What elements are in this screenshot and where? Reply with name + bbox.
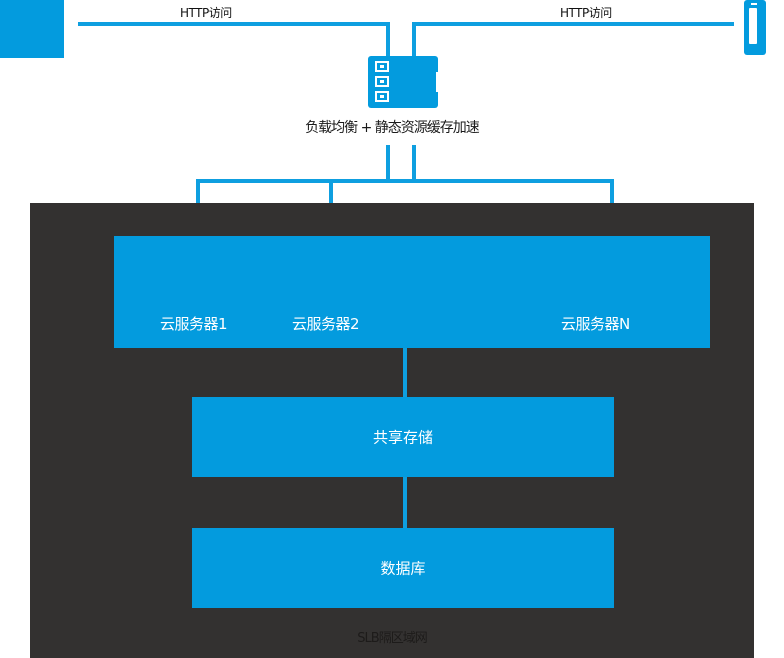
left-client-to-lb-line	[386, 22, 390, 56]
server-slot-1-icon	[375, 61, 389, 72]
load-balancer-icon	[368, 56, 442, 108]
shared-storage-box[interactable]: 共享存储	[192, 397, 614, 477]
cloud-server-2-label: 云服务器2	[292, 315, 360, 333]
left-connection-label: HTTP访问	[180, 4, 232, 21]
database-label: 数据库	[380, 559, 426, 578]
shared-storage-label: 共享存储	[372, 428, 433, 447]
phone-speaker	[751, 3, 757, 5]
right-client-bus-line	[412, 22, 734, 26]
cloud-server-cluster-box[interactable]: 云服务器1 云服务器2 云服务器N	[114, 236, 710, 348]
load-balancer-caption: 负载均衡 + 静态资源缓存加速	[0, 117, 784, 137]
zone-caption: SLB隔区域网	[30, 627, 754, 646]
server-notch	[436, 72, 442, 92]
browser-client-icon	[0, 0, 64, 58]
storage-to-database-line	[403, 477, 407, 528]
server-slot-3-icon	[375, 91, 389, 102]
cloud-server-1-label: 云服务器1	[160, 315, 228, 333]
mobile-phone-icon	[744, 0, 766, 55]
lb-downlink-line-a	[386, 145, 390, 181]
load-balancer-caption-text: 负载均衡 + 静态资源缓存加速	[305, 120, 480, 136]
database-box[interactable]: 数据库	[192, 528, 614, 608]
lb-downlink-line-b	[412, 145, 416, 181]
right-client-to-lb-line	[412, 22, 416, 56]
cluster-to-storage-line	[403, 348, 407, 397]
right-connection-label-text: HTTP访问	[560, 6, 612, 20]
zone-caption-text: SLB隔区域网	[357, 631, 427, 646]
right-connection-label: HTTP访问	[560, 4, 612, 21]
left-client-bus-line	[78, 22, 390, 26]
cloud-server-n-label: 云服务器N	[561, 315, 630, 333]
cluster-fanout-bus	[196, 179, 614, 183]
left-connection-label-text: HTTP访问	[180, 6, 232, 20]
server-slot-2-icon	[375, 76, 389, 87]
phone-screen	[749, 8, 757, 44]
